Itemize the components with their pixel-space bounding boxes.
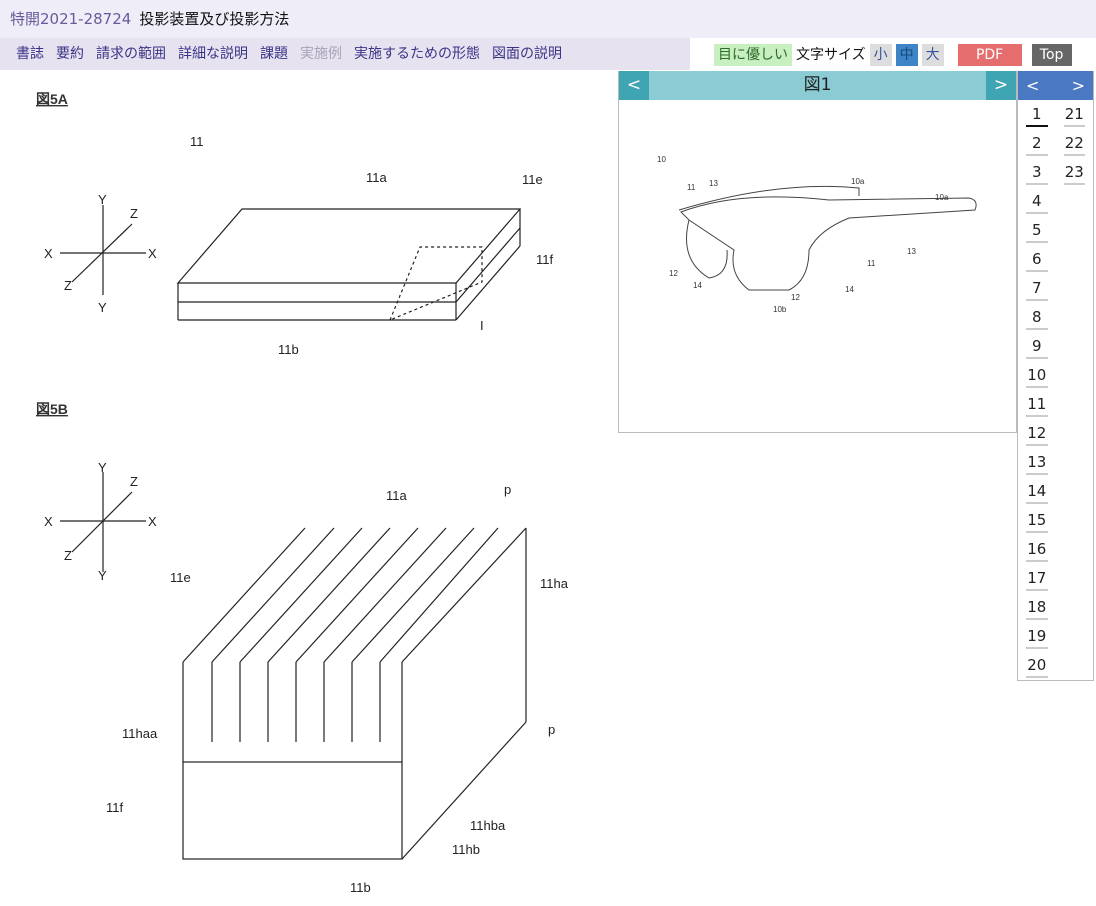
nav-link[interactable]: 要約 <box>56 46 84 62</box>
page-link[interactable]: 7 <box>1018 274 1056 303</box>
drawing-label: 11haa <box>122 726 158 741</box>
drawing-label: 12 <box>669 269 678 278</box>
drawing-label: 11 <box>687 183 696 192</box>
next-figure-button[interactable]: > <box>986 71 1016 100</box>
drawing-label: 10b <box>773 305 787 314</box>
nav-link[interactable]: 請求の範囲 <box>96 46 166 62</box>
nav-link[interactable]: 実施するための形態 <box>354 46 480 62</box>
drawing-label: 11ha <box>540 576 569 591</box>
figure-viewer: < 図1 > 10 11 13 10a 10a 12 14 12 10b 14 11 13 <box>618 71 1017 433</box>
drawing-label: X <box>148 514 157 529</box>
figure-title: 図1 <box>803 75 832 95</box>
page-link[interactable]: 16 <box>1018 535 1056 564</box>
toolbar: 目に優しい 文字サイズ 小 中 大 PDF Top <box>714 44 1076 66</box>
fig5a-axes <box>60 205 146 295</box>
drawing-label: p <box>548 722 555 737</box>
fig5b-label: 図5B <box>36 401 68 417</box>
page-link[interactable]: 15 <box>1018 506 1056 535</box>
prev-figure-button[interactable]: < <box>619 71 649 100</box>
page-link[interactable]: 9 <box>1018 332 1056 361</box>
font-large-button[interactable]: 大 <box>921 44 944 66</box>
section-nav: 書誌要約請求の範囲詳細な説明課題実施例実施するための形態図面の説明 <box>0 38 690 70</box>
nav-link[interactable]: 実施例 <box>300 46 342 62</box>
page-link[interactable]: 22 <box>1056 129 1094 158</box>
drawing-label: 11e <box>170 570 191 585</box>
page-link[interactable]: 5 <box>1018 216 1056 245</box>
eye-friendly-button[interactable]: 目に優しい <box>714 44 792 66</box>
drawing-label: Z <box>130 206 138 221</box>
page-link[interactable]: 3 <box>1018 158 1056 187</box>
drawing-label: 11f <box>536 252 553 267</box>
drawing-label: p <box>504 482 511 497</box>
nav-link[interactable]: 図面の説明 <box>492 46 562 62</box>
drawing-label: 13 <box>907 247 916 256</box>
drawing-label: 11 <box>867 259 876 268</box>
drawing-label: Y <box>98 300 107 315</box>
nav-link[interactable]: 書誌 <box>16 46 44 62</box>
page-link[interactable]: 19 <box>1018 622 1056 651</box>
page-link[interactable]: 13 <box>1018 448 1056 477</box>
drawing-label: Y <box>98 192 107 207</box>
page-link[interactable]: 1 <box>1018 100 1056 129</box>
drawing-label: 10a <box>851 177 865 186</box>
drawing-label: 11hb <box>452 842 480 857</box>
page-link[interactable]: 12 <box>1018 419 1056 448</box>
drawing-label: Y <box>98 460 107 475</box>
page-link[interactable]: 8 <box>1018 303 1056 332</box>
figure-1-glasses: 10 11 13 10a 10a 12 14 12 10b 14 11 13 <box>657 155 977 314</box>
page-link[interactable]: 6 <box>1018 245 1056 274</box>
doc-number: 特開2021-28724 <box>10 10 132 28</box>
drawing-label: 11 <box>190 134 204 149</box>
font-size-label: 文字サイズ <box>796 47 866 63</box>
page-link[interactable]: 10 <box>1018 361 1056 390</box>
page-link[interactable]: 23 <box>1056 158 1094 187</box>
drawing-label: 14 <box>845 285 854 294</box>
page-next-button[interactable]: > <box>1071 76 1085 95</box>
page-link[interactable]: 14 <box>1018 477 1056 506</box>
drawing-label: 11e <box>522 172 543 187</box>
drawing-label: X <box>44 246 53 261</box>
page-link[interactable]: 11 <box>1018 390 1056 419</box>
fig5b-axes <box>60 472 146 572</box>
page-prev-button[interactable]: < <box>1026 76 1040 95</box>
page-link[interactable]: 21 <box>1056 100 1094 129</box>
drawing-label: Y <box>98 568 107 583</box>
fig5a-plate <box>176 208 522 322</box>
drawing-label: Z <box>64 278 72 293</box>
fig5b-grating <box>182 527 527 860</box>
drawing-label: 11b <box>350 880 371 895</box>
top-button[interactable]: Top <box>1031 44 1072 66</box>
drawing-label: 11hba <box>470 818 506 833</box>
patent-drawing: 図5A 図5B 11 11a 11e 11f 11b I Y Z X X Z Y Y Z X X Z Y 11a p 1… <box>36 91 569 895</box>
drawing-label: 11a <box>366 170 387 185</box>
drawing-label: X <box>44 514 53 529</box>
drawing-label: I <box>480 318 484 333</box>
drawing-label: Z <box>64 548 72 563</box>
page-link[interactable]: 17 <box>1018 564 1056 593</box>
page-link[interactable]: 2 <box>1018 129 1056 158</box>
drawing-label: 10a <box>935 193 949 202</box>
drawing-label: 11b <box>278 342 299 357</box>
fig5a-label: 図5A <box>36 91 68 107</box>
nav-link[interactable]: 詳細な説明 <box>178 46 248 62</box>
drawing-label: 14 <box>693 281 702 290</box>
drawing-label: X <box>148 246 157 261</box>
font-medium-button[interactable]: 中 <box>895 44 918 66</box>
page-link[interactable]: 18 <box>1018 593 1056 622</box>
drawing-label: 10 <box>657 155 666 164</box>
title-bar: 特開2021-28724 投影装置及び投影方法 <box>0 0 1096 38</box>
font-small-button[interactable]: 小 <box>869 44 892 66</box>
page-link[interactable]: 20 <box>1018 651 1056 680</box>
drawing-label: Z <box>130 474 138 489</box>
page-link[interactable]: 4 <box>1018 187 1056 216</box>
pdf-button[interactable]: PDF <box>957 44 1022 66</box>
drawing-label: 11a <box>386 488 407 503</box>
drawing-label: 11f <box>106 800 123 815</box>
doc-title: 投影装置及び投影方法 <box>139 10 290 28</box>
drawing-label: 12 <box>791 293 800 302</box>
nav-link[interactable]: 課題 <box>260 46 288 62</box>
drawing-label: 13 <box>709 179 718 188</box>
